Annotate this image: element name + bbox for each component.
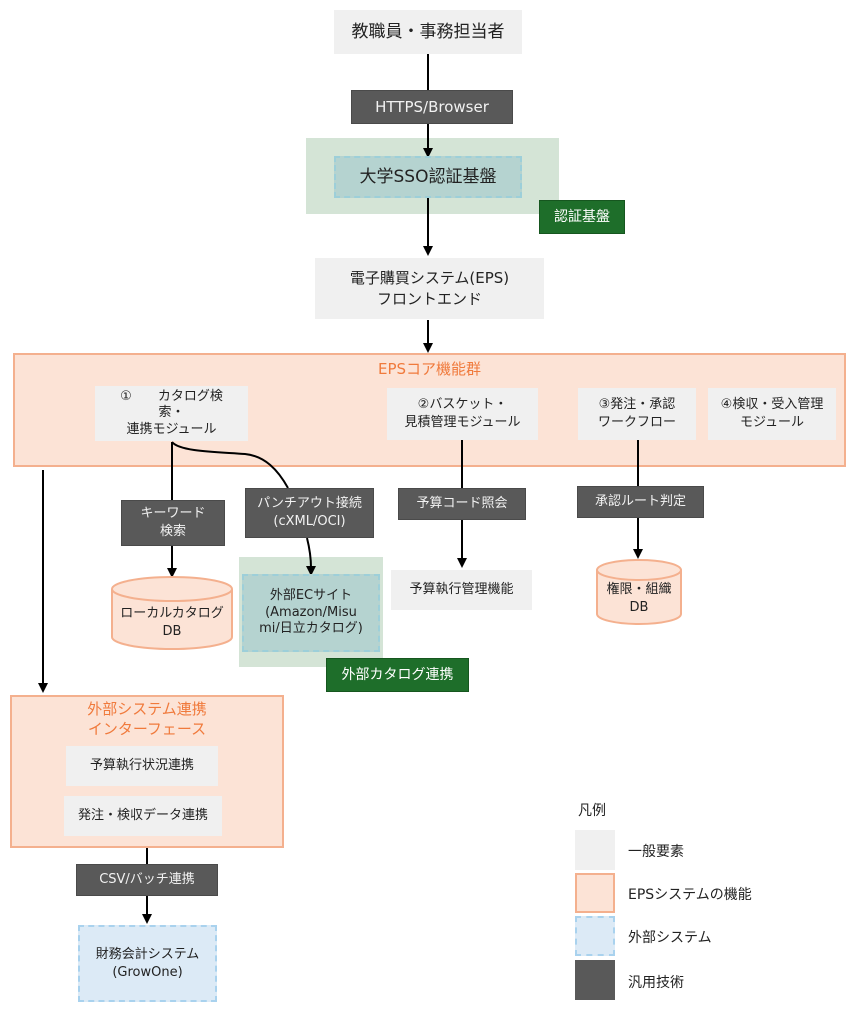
csv-batch-node: CSV/バッチ連携 <box>76 864 218 896</box>
legend-swatch-tech <box>575 960 615 1000</box>
module-inspection-receiving: ④検収・受入管理 モジュール <box>708 388 836 440</box>
module-order-approval: ③発注・承認 ワークフロー <box>578 388 696 440</box>
arrowhead <box>423 343 433 353</box>
arrowhead <box>167 568 177 578</box>
budget-code-node: 予算コード照会 <box>398 488 526 520</box>
external-ec-site-node: 外部ECサイト (Amazon/Misu mi/日立カタログ) <box>242 574 380 652</box>
external-catalog-tag: 外部カタログ連携 <box>326 658 469 692</box>
arrowhead <box>423 246 433 256</box>
arrowhead <box>38 683 48 693</box>
keyword-search-node: キーワード 検索 <box>121 500 225 546</box>
arrowhead <box>142 914 152 924</box>
legend: 凡例 一般要素 EPSシステムの機能 外部システム 汎用技術 <box>570 800 810 1020</box>
arrowhead <box>306 566 316 576</box>
accounting-system-node: 財務会計システム (GrowOne) <box>78 925 217 1002</box>
edge-m1-to-punchout <box>171 441 289 489</box>
local-catalog-db-label: ローカルカタログ DB <box>120 606 224 639</box>
https-browser-node: HTTPS/Browser <box>351 90 513 124</box>
approval-route-node: 承認ルート判定 <box>577 486 704 518</box>
punchout-node: パンチアウト接続 (cXML/OCI) <box>245 488 374 538</box>
legend-label-eps: EPSシステムの機能 <box>628 887 752 903</box>
legend-label-tech: 汎用技術 <box>628 975 684 991</box>
users-node: 教職員・事務担当者 <box>334 10 522 54</box>
local-catalog-db <box>111 576 233 650</box>
arrowhead <box>457 558 467 568</box>
eps-frontend-node: 電子購買システム(EPS) フロントエンド <box>315 258 544 319</box>
budget-execution-node: 予算執行管理機能 <box>391 570 532 610</box>
auth-org-db-label: 権限・組織 DB <box>606 582 672 615</box>
arrowhead <box>633 549 643 559</box>
legend-swatch-general <box>575 830 615 870</box>
sso-node: 大学SSO認証基盤 <box>334 156 522 198</box>
legend-title: 凡例 <box>578 803 606 819</box>
legend-label-external: 外部システム <box>628 930 712 946</box>
order-inspection-link-node: 発注・検収データ連携 <box>64 796 222 836</box>
module-basket-quote: ②バスケット・ 見積管理モジュール <box>387 388 538 440</box>
legend-swatch-external <box>575 916 615 956</box>
external-interface-title: 外部システム連携 インターフェース <box>87 700 207 738</box>
auth-org-db <box>596 559 682 625</box>
legend-label-general: 一般要素 <box>628 844 684 860</box>
budget-status-link-node: 予算執行状況連携 <box>66 746 218 786</box>
legend-swatch-eps <box>575 873 615 913</box>
edge-punchout-to-ec <box>306 537 312 569</box>
eps-core-group-title: EPSコア機能群 <box>377 360 482 378</box>
auth-platform-tag: 認証基盤 <box>539 200 625 234</box>
module-catalog-search: ① カタログ検 索・ 連携モジュール <box>95 386 248 441</box>
arrowhead <box>423 148 433 158</box>
